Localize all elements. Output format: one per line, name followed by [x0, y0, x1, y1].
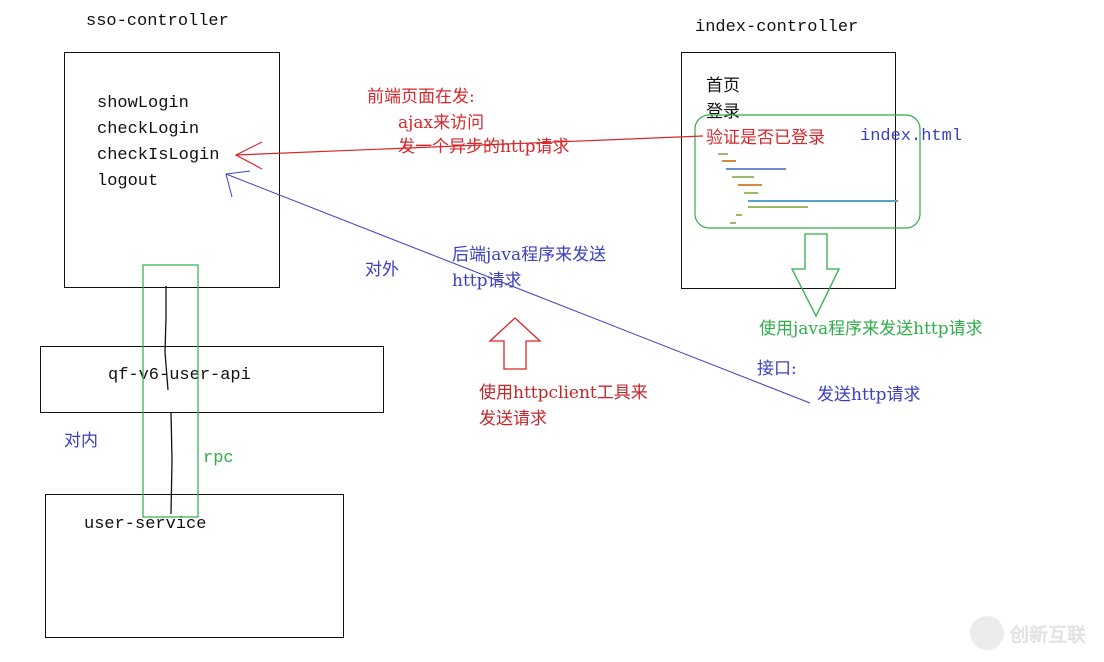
user-service-box	[45, 494, 344, 638]
ajax-arrow-head	[234, 141, 263, 170]
rpc-frame	[142, 264, 199, 518]
watermark: 创新互联	[969, 616, 1086, 650]
index-html-frame	[694, 114, 921, 229]
user-api-box	[40, 346, 384, 413]
user-service-label: user-service	[84, 515, 207, 534]
sso-method-checklogin: checkLogin	[97, 120, 200, 139]
index-controller-title: index-controller	[695, 18, 859, 37]
sso-method-checkislogin: checkIsLogin	[97, 146, 220, 165]
watermark-text: 创新互联	[1009, 623, 1086, 646]
index-controller-box	[681, 52, 896, 289]
code-thumbnail	[718, 150, 913, 228]
httpclient-up-arrow	[488, 317, 542, 370]
frontend-note-line1: 前端页面在发:	[367, 87, 475, 107]
http-arrow-line	[225, 173, 811, 404]
interface-note-line2: 发送http请求	[817, 385, 921, 405]
api-to-service-line	[170, 411, 173, 515]
backend-note-line2: http请求	[452, 271, 522, 291]
index-item-login: 登录	[706, 102, 740, 122]
frontend-note-line3: 发一个异步的http请求	[398, 137, 570, 157]
rpc-label: rpc	[203, 449, 234, 468]
index-item-home: 首页	[706, 76, 740, 96]
sso-method-logout: logout	[97, 172, 159, 191]
http-arrow-head	[225, 170, 251, 198]
interface-note-line1: 接口:	[757, 359, 797, 379]
index-item-verify-login: 验证是否已登录	[706, 128, 825, 148]
external-label: 对外	[365, 260, 399, 280]
sso-method-showlogin: showLogin	[97, 94, 189, 113]
internal-label: 对内	[64, 431, 98, 451]
index-html-filename: index.html	[860, 127, 963, 146]
sso-controller-title: sso-controller	[86, 12, 229, 31]
frontend-note-line2: ajax来访问	[398, 113, 485, 133]
httpclient-note-line2: 发送请求	[479, 409, 547, 429]
httpclient-note-line1: 使用httpclient工具来	[479, 383, 648, 403]
user-api-label: qf-v6-user-api	[108, 366, 251, 385]
ajax-arrow-line	[235, 135, 704, 156]
java-http-note: 使用java程序来发送http请求	[759, 319, 983, 339]
sso-controller-box	[64, 52, 280, 288]
watermark-logo-icon	[969, 616, 1004, 650]
java-down-arrow	[790, 233, 841, 318]
backend-note-line1: 后端java程序来发送	[452, 245, 607, 265]
sso-to-api-line	[164, 286, 169, 391]
